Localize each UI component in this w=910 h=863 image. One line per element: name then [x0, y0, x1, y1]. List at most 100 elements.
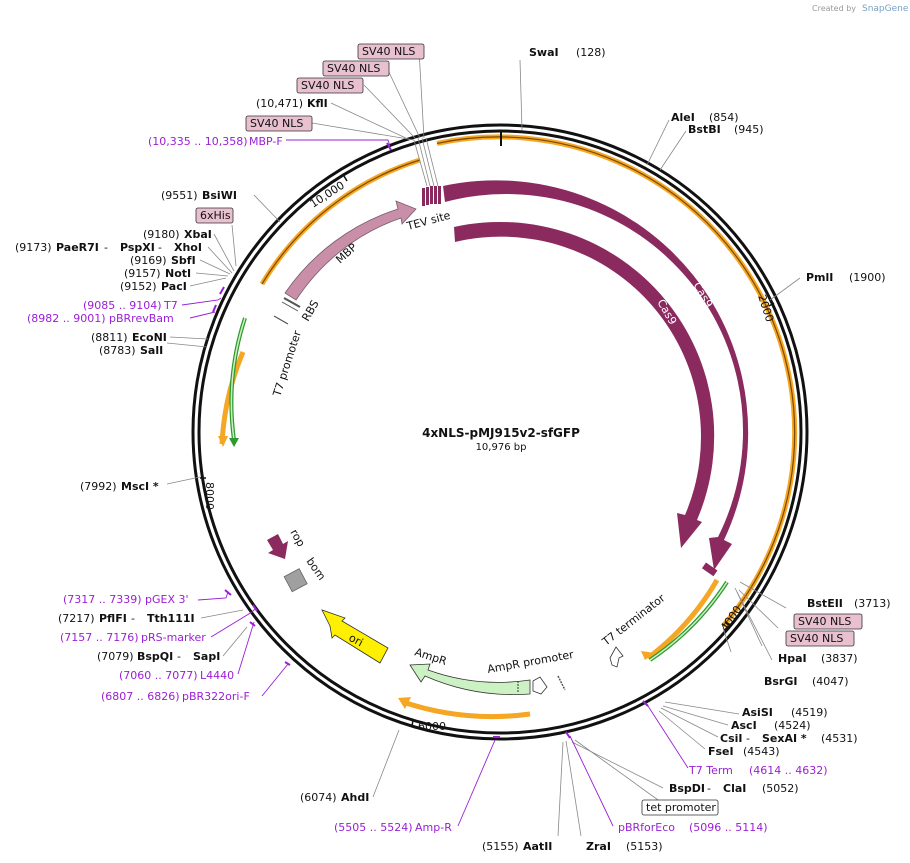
enzyme-asisi[interactable]: AsiSI (4519): [742, 706, 828, 719]
svg-text:XbaI: XbaI: [184, 228, 212, 241]
svg-text:(1900): (1900): [849, 271, 886, 284]
svg-text:(4543): (4543): [743, 745, 780, 758]
svg-text:(10,335 .. 10,358): (10,335 .. 10,358): [148, 135, 248, 148]
svg-text:KflI: KflI: [307, 97, 328, 110]
enzyme-csii-sexai[interactable]: CsiI - SexAI * (4531): [720, 732, 858, 745]
nls-box-3[interactable]: SV40 NLS: [296, 77, 364, 94]
rbs-label: RBS: [299, 298, 321, 324]
leader-lines: [166, 49, 801, 837]
tick-label-4000: 4000: [718, 603, 745, 633]
enzyme-pmli[interactable]: PmlI (1900): [806, 271, 886, 284]
svg-text:-: -: [707, 782, 711, 795]
svg-text:MBP-F: MBP-F: [249, 135, 283, 148]
svg-text:Amp-R: Amp-R: [415, 821, 452, 834]
svg-text:MscI *: MscI *: [121, 480, 159, 493]
enzyme-paci[interactable]: (9152) PacI: [120, 280, 187, 293]
svg-text:SV40 NLS: SV40 NLS: [301, 79, 354, 92]
svg-text:FseI: FseI: [708, 745, 734, 758]
ori-arrow: [321, 609, 389, 664]
his-tag-mark: [281, 297, 301, 312]
nls-box-2[interactable]: SV40 NLS: [322, 60, 390, 77]
svg-text:BspDI: BspDI: [669, 782, 705, 795]
his-tag-box[interactable]: 6xHis: [195, 207, 234, 224]
enzyme-bspdi-clai[interactable]: BspDI - ClaI (5052): [669, 782, 799, 795]
primer-pbrrevbam[interactable]: (8982 .. 9001) pBRrevBam: [27, 312, 174, 325]
svg-text:PacI: PacI: [161, 280, 187, 293]
primer-l4440[interactable]: (7060 .. 7077) L4440: [119, 669, 234, 682]
svg-text:(6807 .. 6826): (6807 .. 6826): [101, 690, 180, 703]
enzyme-msci[interactable]: (7992) MscI *: [80, 480, 159, 493]
rop-label: rop: [287, 527, 307, 549]
svg-text:(854): (854): [709, 111, 739, 124]
plasmid-name: 4xNLS-pMJ915v2-sfGFP: [422, 426, 580, 440]
enzyme-bsteii[interactable]: BstEII (3713): [807, 597, 891, 610]
bom-label: bom: [304, 555, 329, 582]
svg-text:SapI: SapI: [193, 650, 220, 663]
enzyme-aatii[interactable]: (5155) AatII: [482, 840, 552, 853]
enzyme-noti[interactable]: (9157) NotI: [124, 267, 191, 280]
nls-box-5[interactable]: SV40 NLS: [793, 613, 863, 630]
tet-promoter-box[interactable]: tet promoter: [641, 799, 719, 816]
svg-text:PspXI: PspXI: [120, 241, 155, 254]
enzyme-zrai[interactable]: ZraI (5153): [586, 840, 663, 853]
svg-text:-: -: [177, 650, 181, 663]
svg-text:(7317 .. 7339): (7317 .. 7339): [63, 593, 142, 606]
tick-label-8000: 8000: [203, 482, 216, 510]
enzyme-sbfi[interactable]: (9169) SbfI: [130, 254, 196, 267]
svg-text:(7992): (7992): [80, 480, 117, 493]
enzyme-paer7i-pspxi-xhoi[interactable]: (9173) PaeR7I - PspXI - XhoI: [15, 241, 202, 254]
primer-t7[interactable]: (9085 .. 9104) T7: [83, 299, 178, 312]
svg-text:(4524): (4524): [774, 719, 811, 732]
svg-text:BsrGI: BsrGI: [764, 675, 797, 688]
primer-prs-marker[interactable]: (7157 .. 7176) pRS-marker: [60, 631, 206, 644]
enzyme-bsrgi[interactable]: BsrGI (4047): [764, 675, 849, 688]
enzyme-fsei[interactable]: FseI (4543): [708, 745, 780, 758]
svg-text:(3713): (3713): [854, 597, 891, 610]
svg-text:T7: T7: [163, 299, 178, 312]
svg-text:(9180): (9180): [143, 228, 180, 241]
primer-pbrforeco[interactable]: pBRforEco (5096 .. 5114): [618, 821, 768, 834]
enzyme-pflfi-tth111i[interactable]: (7217) PflFI - Tth111I: [58, 612, 195, 625]
svg-text:BsiWI: BsiWI: [202, 189, 237, 202]
svg-text:-: -: [131, 612, 135, 625]
nls-box-6[interactable]: SV40 NLS: [785, 630, 855, 647]
svg-text:(8783): (8783): [99, 344, 136, 357]
svg-text:EcoNI: EcoNI: [132, 331, 167, 344]
ampr-arrow: [409, 663, 531, 695]
svg-text:SwaI: SwaI: [529, 46, 559, 59]
svg-text:PflFI: PflFI: [99, 612, 127, 625]
enzyme-xbai[interactable]: (9180) XbaI: [143, 228, 212, 241]
svg-text:(945): (945): [734, 123, 764, 136]
enzyme-sali[interactable]: (8783) SalI: [99, 344, 163, 357]
orange-feature-ampr-region: [402, 699, 531, 720]
enzyme-asci[interactable]: AscI (4524): [731, 719, 811, 732]
svg-text:(7079): (7079): [97, 650, 134, 663]
primer-pbr322ori-f[interactable]: (6807 .. 6826) pBR322ori-F: [101, 690, 250, 703]
enzyme-kfli[interactable]: (10,471) KflI: [256, 97, 328, 110]
enzyme-bstbi[interactable]: BstBI (945): [688, 123, 764, 136]
primer-amp-r[interactable]: (5505 .. 5524) Amp-R: [334, 821, 452, 834]
enzyme-bsiwi[interactable]: (9551) BsiWI: [161, 189, 237, 202]
svg-text:(4519): (4519): [791, 706, 828, 719]
svg-text:SexAI *: SexAI *: [762, 732, 807, 745]
enzyme-econi[interactable]: (8811) EcoNI: [91, 331, 167, 344]
svg-text:SV40 NLS: SV40 NLS: [327, 62, 380, 75]
svg-text:(3837): (3837): [821, 652, 858, 665]
nls-box-4[interactable]: SV40 NLS: [245, 115, 313, 132]
enzyme-swai[interactable]: SwaI (128): [529, 46, 606, 59]
primer-t7-term[interactable]: T7 Term (4614 .. 4632): [688, 764, 828, 777]
primer-mbp-f[interactable]: (10,335 .. 10,358) MBP-F: [148, 135, 283, 148]
plasmid-length: 10,976 bp: [476, 442, 527, 453]
cas9-inner-arrow: [454, 221, 715, 548]
svg-text:BstEII: BstEII: [807, 597, 843, 610]
enzyme-ahdi[interactable]: (6074) AhdI: [300, 791, 369, 804]
nls-box-1[interactable]: SV40 NLS: [357, 43, 425, 60]
enzyme-alei[interactable]: AleI (854): [671, 111, 739, 124]
nls-block-cas9-end: [701, 562, 718, 577]
bom-box: [283, 568, 308, 593]
svg-text:AleI: AleI: [671, 111, 695, 124]
primer-pgex3[interactable]: (7317 .. 7339) pGEX 3': [63, 593, 189, 606]
enzyme-bspqi-sapi[interactable]: (7079) BspQI - SapI: [97, 650, 220, 663]
enzyme-hpai[interactable]: HpaI (3837): [778, 652, 858, 665]
